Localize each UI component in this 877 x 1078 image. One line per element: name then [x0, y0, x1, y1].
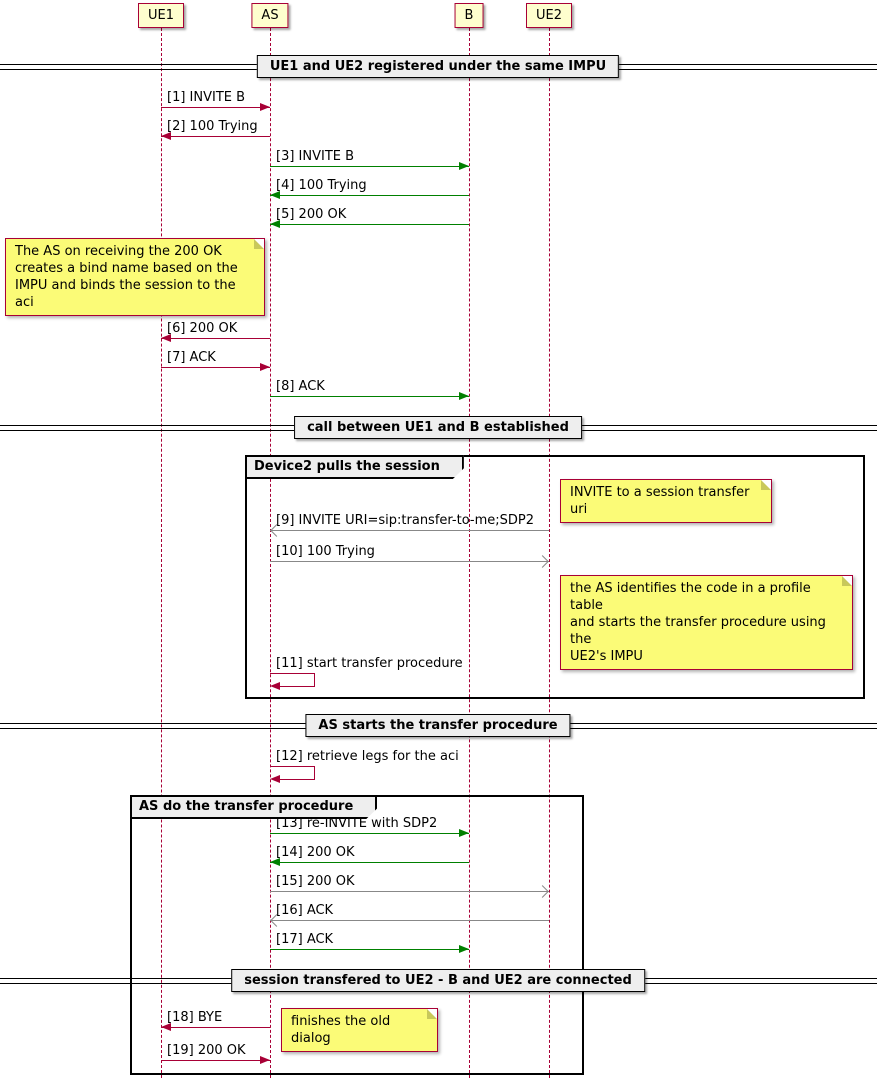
message-line: [270, 561, 549, 562]
arrowhead: [270, 219, 280, 228]
frame-label: AS do the transfer procedure: [130, 795, 377, 819]
message-label: [15] 200 OK: [276, 874, 355, 889]
message-label: [19] 200 OK: [167, 1043, 246, 1058]
message-line: [270, 195, 469, 196]
frame: AS do the transfer procedure: [130, 795, 584, 1075]
frame: Device2 pulls the session: [245, 455, 865, 699]
divider-label: UE1 and UE2 registered under the same IM…: [256, 55, 620, 78]
message-label: [10] 100 Trying: [276, 544, 375, 559]
message-label: [3] INVITE B: [276, 149, 355, 164]
note: The AS on receiving the 200 OK creates a…: [5, 238, 265, 316]
message-line: [270, 530, 549, 531]
message-line: [270, 862, 469, 863]
arrowhead: [270, 857, 280, 866]
message-line: [161, 1027, 270, 1028]
message-label: [7] ACK: [167, 350, 216, 365]
message-label: [9] INVITE URI=sip:transfer-to-me;SDP2: [276, 513, 535, 528]
arrowhead: [260, 1055, 270, 1064]
self-message-line: [270, 766, 315, 767]
note: finishes the old dialog: [281, 1008, 438, 1052]
self-message-line: [270, 673, 315, 674]
message-line: [161, 367, 270, 368]
arrowhead: [161, 333, 171, 342]
message-label: [8] ACK: [276, 379, 325, 394]
message-line: [270, 396, 469, 397]
divider-label: AS starts the transfer procedure: [305, 714, 571, 737]
self-message-line: [279, 686, 315, 687]
arrowhead: [260, 102, 270, 111]
message-line: [270, 833, 469, 834]
message-line: [270, 891, 549, 892]
arrowhead: [161, 1022, 171, 1031]
message-label: [1] INVITE B: [167, 90, 246, 105]
message-label: [16] ACK: [276, 903, 334, 918]
arrowhead: [270, 774, 280, 783]
message-label: [2] 100 Trying: [167, 119, 258, 134]
note: the AS identifies the code in a profile …: [560, 575, 853, 670]
arrowhead: [459, 828, 469, 837]
message-label: [17] ACK: [276, 932, 334, 947]
message-line: [161, 1060, 270, 1061]
message-line: [161, 107, 270, 108]
participant-UE1: UE1: [138, 3, 184, 28]
message-label: [4] 100 Trying: [276, 178, 367, 193]
message-line: [270, 949, 469, 950]
arrowhead: [270, 190, 280, 199]
participant-AS: AS: [251, 3, 289, 28]
message-line: [161, 136, 270, 137]
arrowhead: [270, 681, 280, 690]
lifeline-UE2: [548, 28, 550, 1078]
note: INVITE to a session transfer uri: [560, 479, 772, 523]
participant-UE2: UE2: [526, 3, 572, 28]
message-label: [6] 200 OK: [167, 321, 238, 336]
message-label: [13] re-INVITE with SDP2: [276, 816, 438, 831]
lifeline-AS: [269, 28, 271, 1078]
divider-label: session transfered to UE2 - B and UE2 ar…: [231, 969, 645, 992]
self-message-line: [314, 766, 315, 779]
message-line: [161, 338, 270, 339]
lifeline-UE1: [160, 28, 162, 1078]
message-label: [5] 200 OK: [276, 207, 347, 222]
lifeline-B: [468, 28, 470, 1078]
arrowhead: [459, 391, 469, 400]
arrowhead: [161, 131, 171, 140]
arrowhead: [459, 161, 469, 170]
message-line: [270, 224, 469, 225]
arrowhead: [459, 944, 469, 953]
message-line: [270, 920, 549, 921]
arrowhead: [260, 362, 270, 371]
self-message-line: [279, 779, 315, 780]
message-label: [11] start transfer procedure: [276, 656, 463, 671]
message-label: [14] 200 OK: [276, 845, 355, 860]
frame-label: Device2 pulls the session: [245, 455, 464, 479]
participant-B: B: [454, 3, 484, 28]
message-label: [12] retrieve legs for the aci: [276, 749, 459, 764]
self-message-line: [314, 673, 315, 686]
message-line: [270, 166, 469, 167]
message-label: [18] BYE: [167, 1010, 223, 1025]
divider-label: call between UE1 and B established: [294, 416, 582, 439]
